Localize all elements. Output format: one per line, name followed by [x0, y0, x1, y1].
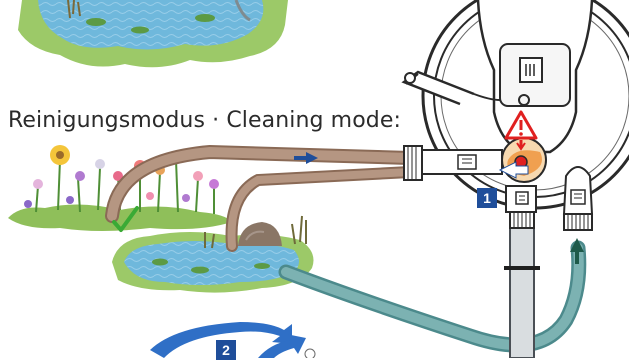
cleaning-mode-caption: Reinigungsmodus · Cleaning mode:	[8, 108, 401, 133]
pond-filter-unit	[404, 0, 629, 230]
drain-hose	[504, 224, 540, 358]
top-pond	[18, 0, 288, 67]
step-2-badge: 2	[216, 340, 236, 360]
step-1-badge: 1	[477, 188, 497, 208]
